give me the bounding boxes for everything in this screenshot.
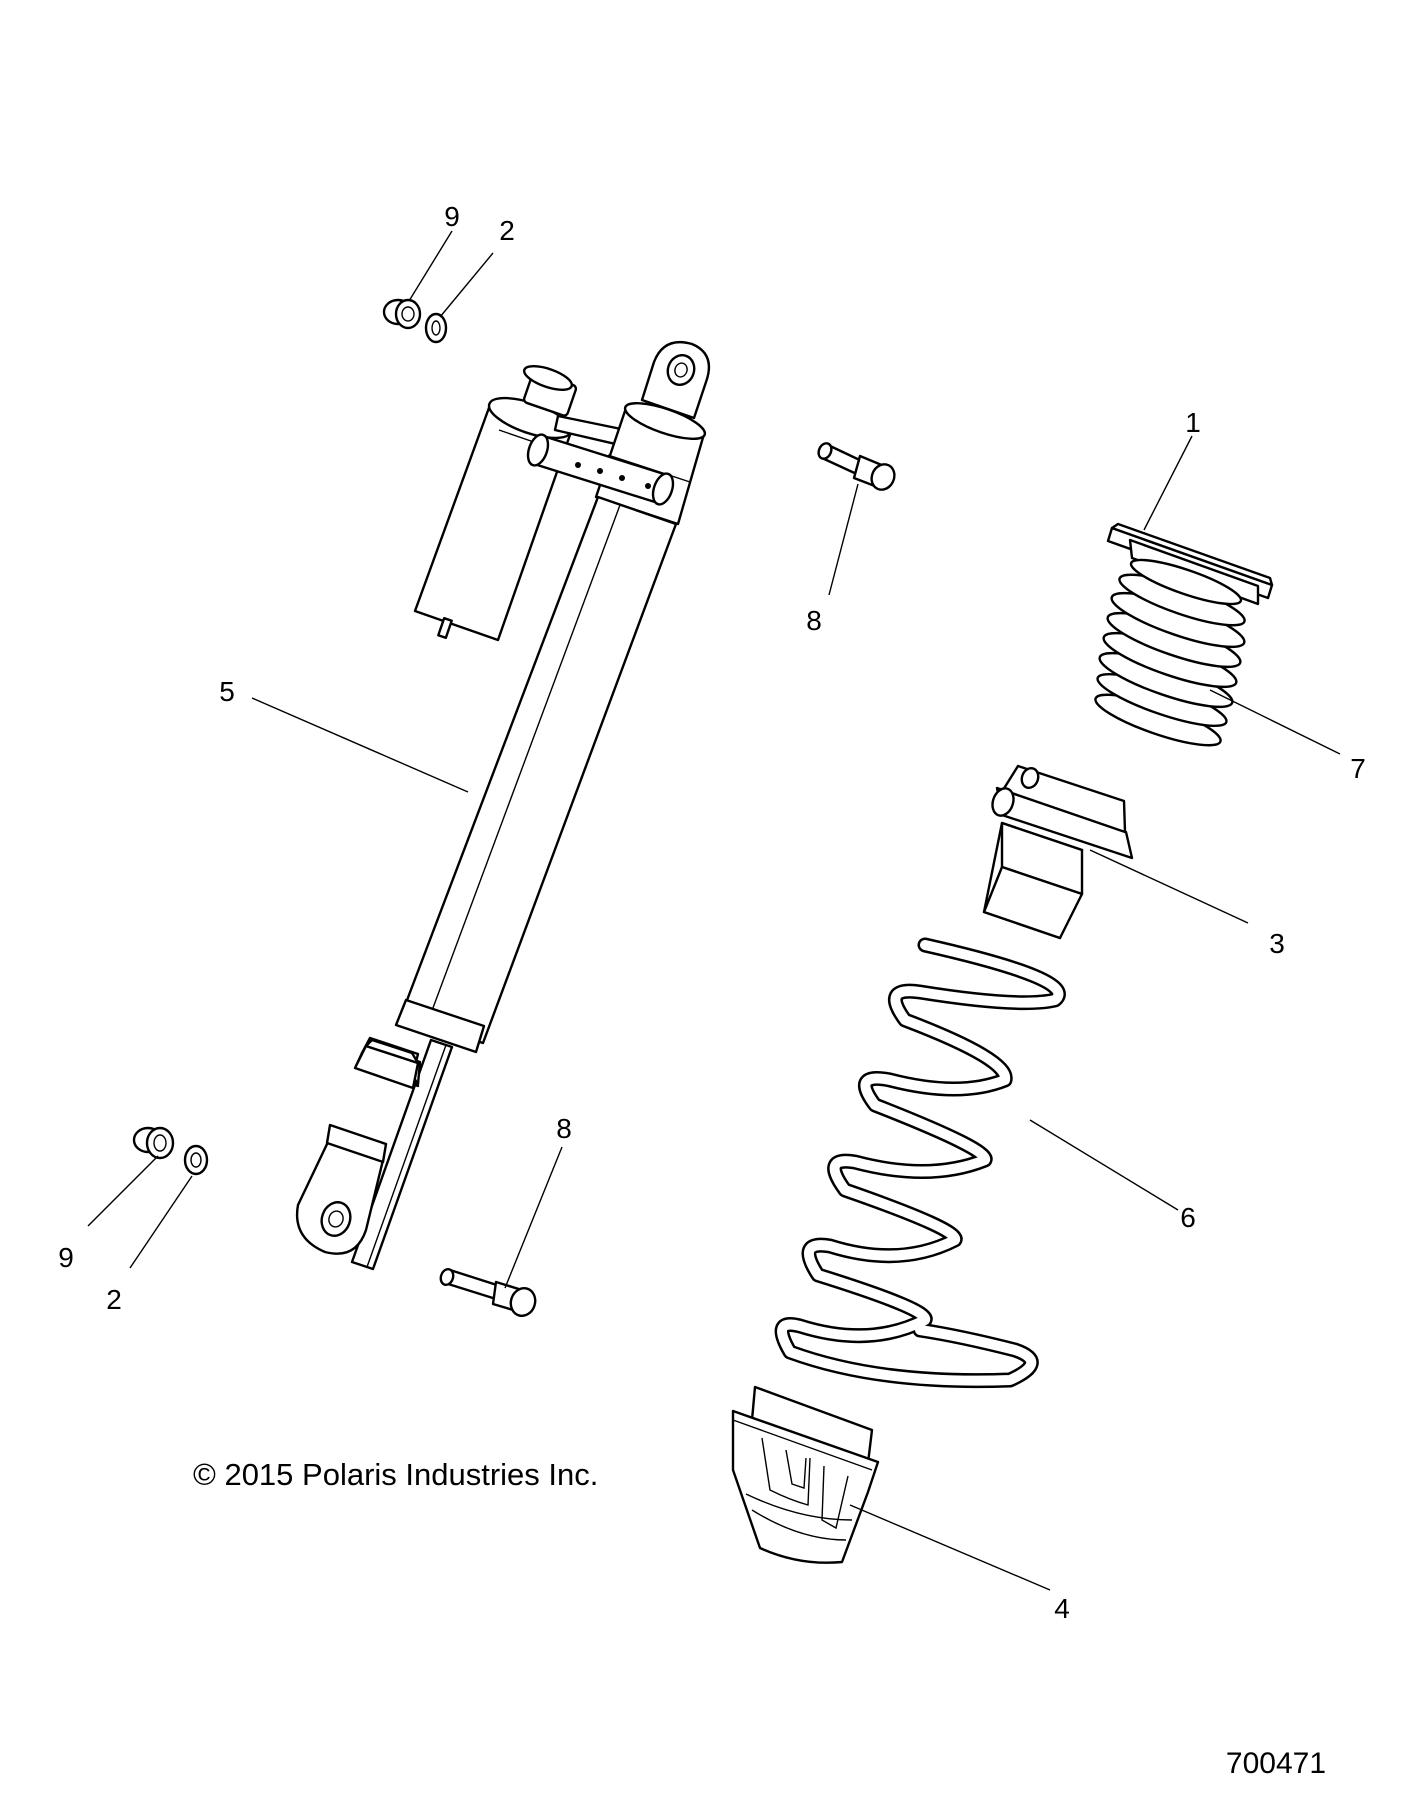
leader-9-bottom <box>87 1155 159 1227</box>
leader-8-top <box>828 483 859 596</box>
part-3-spring-seat <box>982 764 1134 940</box>
callout-8-top: 8 <box>806 605 822 636</box>
leader-7 <box>1209 689 1341 755</box>
part-2-bottom-washer <box>183 1144 209 1176</box>
leader-4 <box>849 1504 1051 1591</box>
leader-3 <box>1089 849 1249 924</box>
part-9-top-screw <box>382 298 422 330</box>
leader-2-top <box>439 252 494 318</box>
callout-5: 5 <box>219 676 235 707</box>
part-2-top-washer <box>424 312 448 344</box>
copyright-notice: © 2015 Polaris Industries Inc. <box>193 1457 598 1492</box>
callout-7: 7 <box>1350 753 1366 784</box>
bumper-stop <box>353 1038 420 1090</box>
part-6-coil-spring <box>774 937 1066 1389</box>
leader-9-top <box>408 230 453 302</box>
drawing-number: 700471 <box>1226 1747 1326 1780</box>
callout-3: 3 <box>1269 928 1285 959</box>
leader-5 <box>251 697 469 793</box>
callout-6: 6 <box>1180 1202 1196 1233</box>
leader-2-bottom <box>129 1175 193 1269</box>
part-8-top-bolt <box>817 442 896 491</box>
callout-4: 4 <box>1054 1593 1070 1624</box>
part-9-bottom-screw <box>132 1126 175 1160</box>
part-4-lower-seat <box>731 1385 880 1564</box>
leader-1 <box>1143 435 1193 531</box>
callout-2-bottom: 2 <box>106 1284 122 1315</box>
part-5-shock-absorber <box>295 340 711 1271</box>
part-8-bottom-bolt <box>439 1267 537 1318</box>
leader-8-bottom <box>504 1146 563 1289</box>
callout-9-top: 9 <box>444 201 460 232</box>
callout-8-bottom: 8 <box>556 1113 572 1144</box>
callout-9-bottom: 9 <box>58 1242 74 1273</box>
leader-6 <box>1029 1119 1179 1211</box>
part-7-bellows <box>1094 558 1246 747</box>
callout-2-top: 2 <box>499 215 515 246</box>
callout-1: 1 <box>1185 407 1201 438</box>
